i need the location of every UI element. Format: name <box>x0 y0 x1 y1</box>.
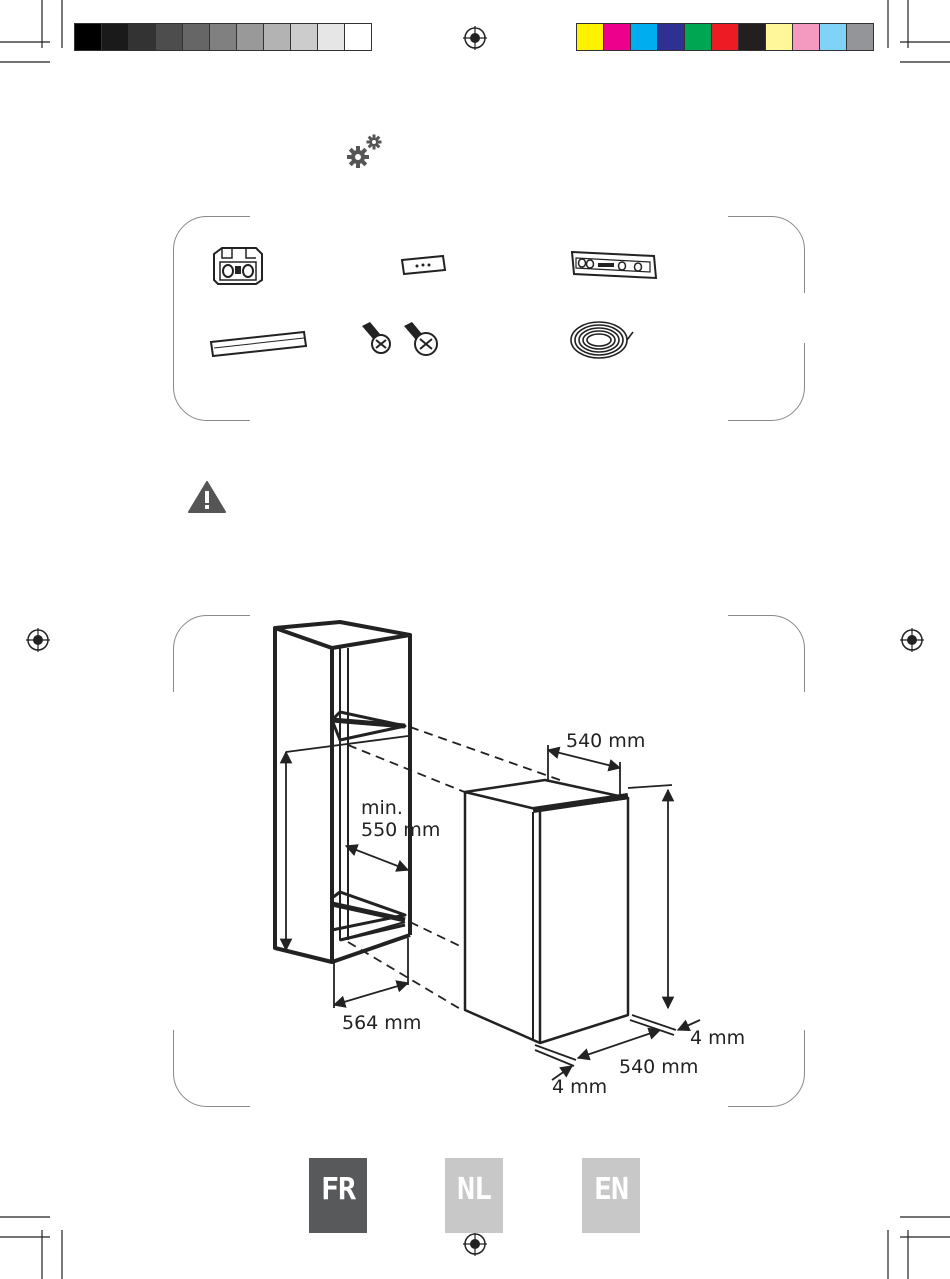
dim-min-label: min. <box>361 797 403 819</box>
language-tab-en[interactable]: EN <box>582 1158 640 1233</box>
dim-top-depth-label: 540 mm <box>566 730 645 752</box>
language-tab-label: EN <box>594 1172 628 1207</box>
dim-min-value-label: 550 mm <box>361 819 440 841</box>
language-tab-fr[interactable]: FR <box>309 1158 367 1233</box>
language-tab-label: NL <box>457 1172 491 1207</box>
dim-cabinet-width-label: 564 mm <box>342 1012 421 1034</box>
language-tab-label: FR <box>321 1172 355 1207</box>
dim-gap-bottom-label: 4 mm <box>552 1076 607 1098</box>
dim-appliance-width-label: 540 mm <box>619 1056 698 1078</box>
dim-gap-right-label: 4 mm <box>690 1027 745 1049</box>
language-tab-nl[interactable]: NL <box>445 1158 503 1233</box>
